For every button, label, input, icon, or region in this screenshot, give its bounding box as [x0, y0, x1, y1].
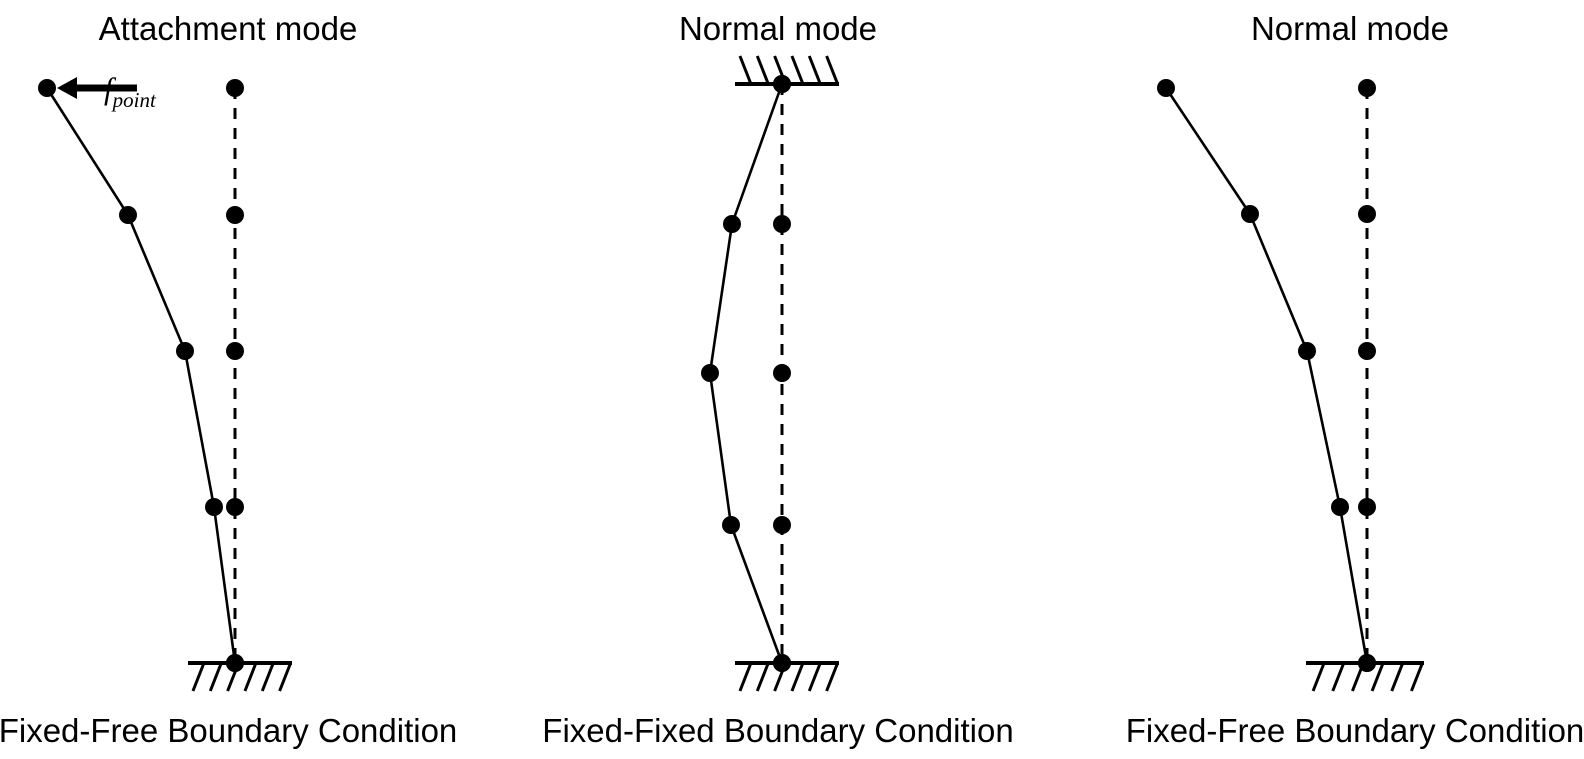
panel-2-reference-node-4	[773, 516, 791, 534]
panel-2-top-support-ground-hatch-1	[738, 55, 753, 85]
panel-1-deformed-node-5	[226, 654, 244, 672]
panel-1-force-label: fpoint	[104, 71, 157, 112]
panel-1-reference-node-2	[226, 206, 244, 224]
panel-3-caption: Fixed-Free Boundary Condition	[1126, 712, 1584, 749]
panel-2-bottom-support-ground-hatch-4	[790, 662, 805, 692]
panel-1-bottom-support-ground-hatch-4	[243, 662, 258, 692]
panel-2-bottom-support-ground-hatch-2	[755, 662, 770, 692]
panel-3-reference-node-1	[1358, 79, 1376, 97]
panel-1-force-annotation: fpoint	[57, 71, 157, 112]
panel-2-top-support-ground-hatch-6	[825, 55, 840, 85]
panel-1-bottom-support-ground-hatch-2	[208, 662, 223, 692]
panel-2-deformed-node-1	[773, 75, 791, 93]
panel-1-reference-node-3	[226, 342, 244, 360]
panel-3-deformed-node-4	[1331, 498, 1349, 516]
panel-1-mode-shape-line	[45, 86, 237, 665]
panel-1-bottom-support-ground-hatch-5	[260, 662, 275, 692]
panel-2-deformed-node-3	[701, 364, 719, 382]
panel-2-top-support-ground-hatch-5	[807, 55, 822, 85]
panel-3-deformed-node-5	[1358, 654, 1376, 672]
panel-2-reference-node-2	[773, 215, 791, 233]
panel-1-deformed-node-3	[176, 342, 194, 360]
panel-3-bottom-support-ground-hatch-4	[1370, 662, 1385, 692]
panel-1-reference-node-4	[226, 498, 244, 516]
panel-2-deformed-node-4	[722, 516, 740, 534]
panel-1-force-arrow-head	[57, 77, 77, 99]
panel-2-title: Normal mode	[679, 10, 877, 47]
panel-3-bottom-support-ground-hatch-6	[1410, 662, 1424, 692]
panel-2-bottom-support-ground-hatch-6	[825, 662, 840, 692]
panel-3-bottom-support-ground-hatch-5	[1390, 662, 1405, 692]
panel-3-deformed-node-2	[1241, 205, 1259, 223]
panel-2-bottom-support-ground-hatch-1	[738, 662, 753, 692]
panel-1-deformed-node-4	[205, 498, 223, 516]
panel-2-top-support-ground-hatch-4	[790, 55, 805, 85]
panel-3-deformed-node-1	[1157, 79, 1175, 97]
panel-2-bottom-support-ground-hatch-5	[807, 662, 822, 692]
panel-1-caption: Fixed-Free Boundary Condition	[0, 712, 457, 749]
panel-1-deformed-node-2	[119, 206, 137, 224]
panel-2-reference-node-3	[773, 364, 791, 382]
panel-3-mode-shape-line	[1164, 86, 1369, 665]
panel-1-deformed-node-1	[38, 79, 56, 97]
panel-2-caption: Fixed-Fixed Boundary Condition	[542, 712, 1013, 749]
panel-3-title: Normal mode	[1251, 10, 1449, 47]
panel-2-deformed-node-2	[723, 215, 741, 233]
panel-2-mode-shape-line	[708, 82, 784, 665]
panel-3-reference-node-2	[1358, 205, 1376, 223]
panel-1-bottom-support-ground-hatch-6	[278, 662, 293, 692]
panel-1-bottom-support-ground-hatch-1	[191, 662, 206, 692]
panel-3-deformed-node-3	[1298, 342, 1316, 360]
panel-1-title: Attachment mode	[99, 10, 358, 47]
panel-3-bottom-support-ground-hatch-1	[1311, 662, 1326, 692]
panel-3-bottom-support-ground-hatch-2	[1331, 662, 1346, 692]
panel-3-reference-node-3	[1358, 342, 1376, 360]
panel-3-reference-node-4	[1358, 498, 1376, 516]
panel-2-deformed-node-5	[773, 654, 791, 672]
panel-1-reference-node-1	[226, 79, 244, 97]
panel-2-top-support-ground-hatch-2	[755, 55, 770, 85]
